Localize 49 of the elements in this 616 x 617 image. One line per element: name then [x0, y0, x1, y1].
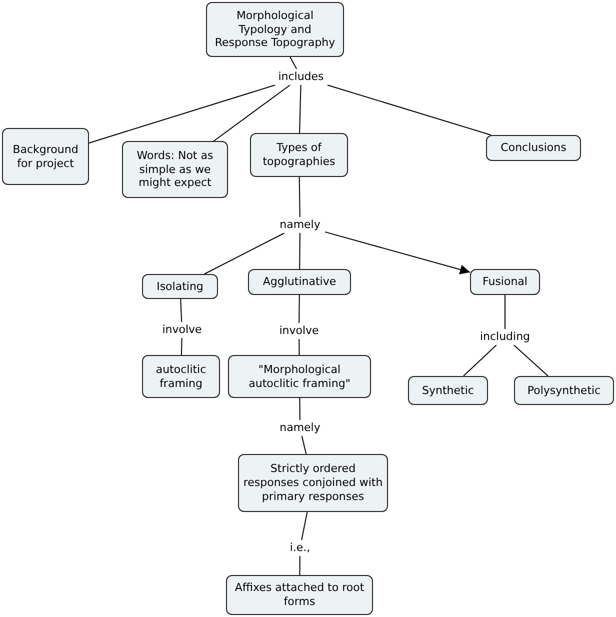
concept-label: Synthetic — [422, 384, 474, 398]
connector-line — [180, 338, 182, 356]
connector-line — [299, 556, 300, 576]
concept-label: Types of topographies — [262, 141, 336, 169]
concept-box — [206, 2, 344, 57]
concept-label: autoclitic framing — [154, 362, 208, 390]
connector-line — [513, 344, 548, 376]
connector-line — [204, 232, 285, 274]
connector-line — [88, 84, 276, 144]
concept-box — [122, 141, 228, 198]
concept-label: Polysynthetic — [527, 384, 601, 398]
concept-label: Background for project — [12, 142, 80, 170]
concept-label: "Morphological autoclitic framing" — [248, 362, 352, 390]
concept-box — [226, 575, 373, 615]
concept-box — [470, 269, 540, 295]
connector-line — [301, 436, 307, 454]
connector-line — [299, 84, 302, 134]
connector-line — [299, 232, 300, 270]
concept-box — [486, 135, 581, 161]
concept-label: Morphological Typology and Response Topography — [214, 8, 336, 50]
concept-label: Words: Not as simple as we might expect — [136, 148, 214, 190]
concept-label: Conclusions — [500, 141, 566, 155]
connector-line — [462, 344, 497, 376]
connector-line — [298, 294, 300, 324]
arrow — [324, 231, 470, 274]
concept-box — [514, 376, 614, 405]
concept-box — [250, 133, 348, 177]
concept-label: Isolating — [156, 280, 204, 294]
connector-line — [301, 512, 308, 540]
concept-box — [248, 269, 351, 295]
connector-line — [213, 84, 291, 142]
connector-line — [298, 338, 300, 356]
concept-box — [228, 355, 371, 398]
connector-line — [298, 176, 300, 218]
concept-box — [2, 128, 89, 185]
concept-label: Fusional — [482, 275, 528, 289]
concept-box — [142, 274, 218, 299]
connector-line — [326, 84, 492, 136]
connector-line — [504, 294, 506, 330]
concept-label: Affixes attached to root forms — [234, 581, 366, 609]
concept-box — [408, 376, 488, 405]
concept-label: Agglutinative — [262, 275, 336, 289]
connector-line — [180, 298, 182, 322]
concept-box — [238, 454, 388, 512]
concept-label: Strictly ordered responses conjoined with primary responses — [243, 462, 383, 504]
concept-box — [142, 355, 220, 398]
connector-line — [290, 56, 298, 70]
linking-phrase: includes — [274, 69, 328, 85]
connector-line — [299, 398, 300, 420]
